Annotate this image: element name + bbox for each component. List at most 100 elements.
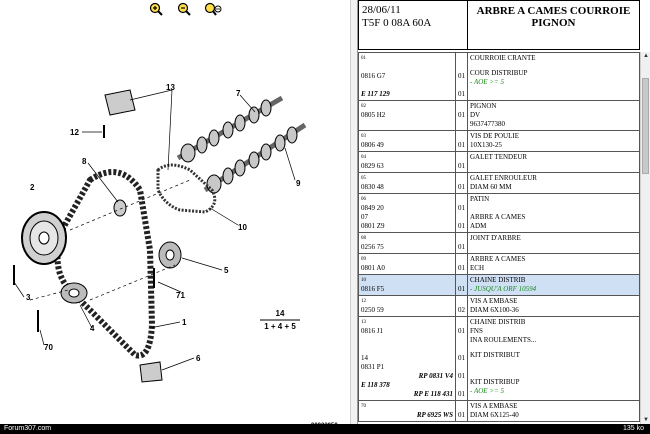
part-qty-line	[458, 363, 465, 372]
callout-4: 4	[90, 324, 95, 333]
timing-belt-exploded-diagram: 13 7 12 8 2 9 10 5 3 71 4 1 70 6 14 1 + …	[13, 83, 307, 383]
part-qty-line: 01	[458, 111, 465, 119]
part-description-cell: JOINT D'ARBRE	[467, 232, 640, 254]
zoom-fit-icon[interactable]	[204, 2, 222, 16]
part-qty-line	[458, 102, 465, 111]
part-desc-line: CHAINE DISTRIB	[470, 276, 526, 284]
part-desc-line: ECH	[470, 264, 484, 272]
part-ref-line: 08	[361, 236, 366, 241]
zoom-toolbar	[148, 2, 222, 16]
part-description-cell: CHAINE DISTRIB- JUSQU'A ORF 10594	[467, 274, 640, 296]
shaft-seal-8	[113, 199, 127, 217]
callout-71: 71	[176, 291, 185, 300]
part-desc-line: VIS DE POULIE	[470, 132, 519, 140]
bracket-13	[104, 89, 136, 116]
part-qty-line	[458, 234, 465, 243]
page-title-line1: ARBRE A CAMES COURROIE	[476, 5, 631, 17]
zoom-in-icon[interactable]	[148, 2, 166, 16]
part-ref-line: 04	[361, 155, 366, 160]
part-quantity-cell: 01	[455, 253, 468, 275]
part-qty-line: 01	[458, 90, 465, 98]
scroll-up-arrow-icon[interactable]: ▲	[643, 53, 649, 59]
callout-8: 8	[82, 157, 87, 166]
part-desc-line: VIS A EMBASE	[470, 402, 518, 410]
part-desc-line: JOINT D'ARBRE	[470, 234, 521, 242]
part-qty-line	[458, 81, 465, 90]
part-ref-line: 0801 Z9	[361, 222, 385, 230]
scroll-down-arrow-icon[interactable]: ▼	[643, 417, 649, 423]
part-ref-line: 05	[361, 176, 366, 181]
part-desc-line: INA ROULEMENTS...	[470, 336, 537, 344]
part-ref-line: 06	[361, 197, 366, 202]
part-qty-line: 01	[458, 411, 465, 419]
part-desc-line	[470, 162, 637, 171]
part-ref-line: 0250 59	[361, 306, 384, 314]
part-desc-line	[470, 243, 637, 252]
kit-14-components: 1 + 4 + 5	[264, 322, 296, 331]
part-desc-line: ARBRE A CAMES	[470, 255, 526, 263]
part-qty-line	[458, 120, 465, 129]
part-ref-line: 0831 P1	[361, 363, 385, 371]
part-desc-line: COURROIE CRANTE	[470, 54, 536, 62]
part-ref-line: 0816 J1	[361, 327, 383, 335]
part-desc-line: KIT DISTRIBUT	[470, 351, 520, 359]
page-title-line2: PIGNON	[531, 17, 576, 29]
scroll-thumb[interactable]	[642, 78, 649, 174]
part-desc-line: - AOE >= 5	[470, 387, 505, 395]
part-ref-line: 13	[361, 320, 366, 325]
part-qty-line: 01	[458, 327, 465, 335]
part-ref-line: E 118 378	[361, 381, 390, 389]
zoom-out-icon[interactable]	[176, 2, 194, 16]
part-ref-line: 07	[361, 213, 368, 221]
part-ref-line: 70	[361, 404, 366, 409]
part-qty-line: 01	[458, 354, 465, 362]
callout-9: 9	[296, 179, 301, 188]
pane-splitter[interactable]	[350, 0, 358, 424]
part-quantity-cell: 01	[455, 100, 468, 131]
part-qty-line	[458, 153, 465, 162]
diagram-pane: 13 7 12 8 2 9 10 5 3 71 4 1 70 6 14 1 + …	[13, 2, 338, 429]
part-qty-line: 01	[458, 390, 465, 398]
part-ref-line: 01	[361, 56, 366, 61]
crank-pulley-2	[21, 211, 67, 265]
part-desc-line: ARBRE A CAMES	[470, 213, 526, 221]
part-qty-line: 01	[458, 372, 465, 380]
part-qty-line	[458, 54, 465, 63]
part-qty-line	[458, 174, 465, 183]
timing-belt-1	[54, 169, 156, 359]
part-ref-line	[361, 81, 453, 90]
part-desc-line: FNS	[470, 327, 483, 335]
part-ref-line: 03	[361, 134, 366, 139]
part-qty-line: 01	[458, 285, 465, 293]
part-ref-line: 0816 F5	[361, 285, 385, 293]
part-qty-line	[458, 63, 465, 72]
part-qty-line	[458, 336, 465, 345]
parts-scrollbar[interactable]: ▲ ▼	[640, 52, 650, 424]
part-desc-line: PIGNON	[470, 102, 497, 110]
part-desc-line: VIS A EMBASE	[470, 297, 518, 305]
part-qty-line	[458, 297, 465, 306]
part-qty-line	[458, 255, 465, 264]
part-desc-line: ADM	[470, 222, 487, 230]
part-quantity-cell: 01 01 01 01	[455, 316, 468, 401]
